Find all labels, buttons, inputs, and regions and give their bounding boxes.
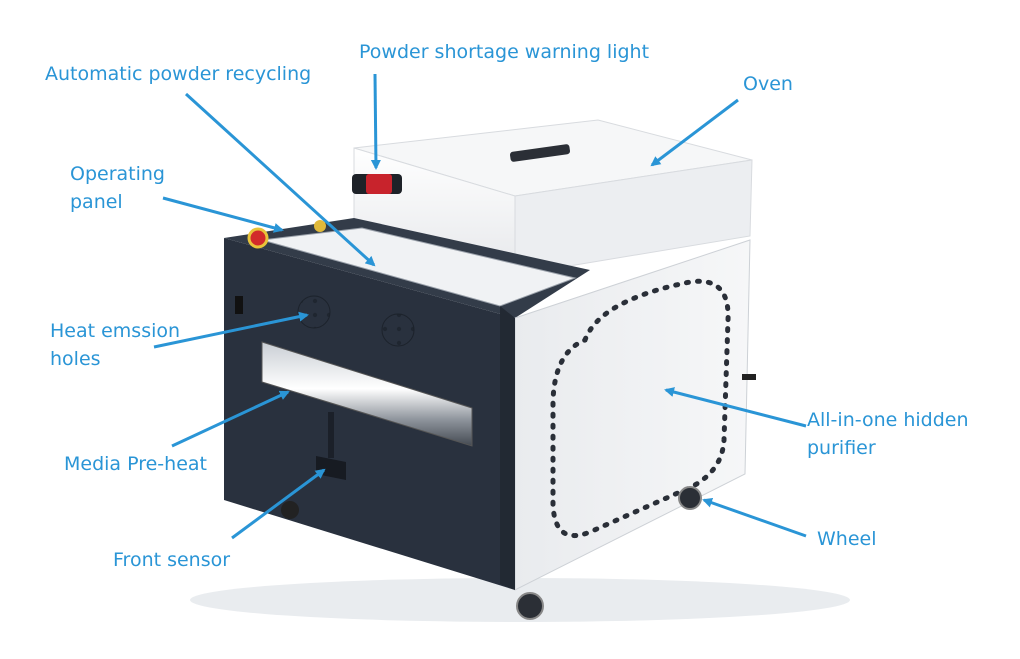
label-auto-powder-recycling: Automatic powder recycling	[45, 63, 312, 85]
side-frame	[500, 306, 515, 590]
label-media-preheat: Media Pre-heat	[64, 453, 207, 475]
front-sensor-slot	[328, 412, 334, 458]
arrow-oven	[650, 98, 739, 167]
arrow-front-sensor	[231, 468, 326, 540]
label-wheel: Wheel	[817, 528, 877, 550]
powder-tray	[261, 227, 577, 307]
label-oven: Oven	[743, 73, 793, 95]
arrow-media-preheat	[171, 390, 290, 448]
label-heat-emission-holes: Heat emssion holes	[50, 320, 181, 370]
wheel-front-right	[516, 592, 544, 620]
panel-knob	[314, 220, 326, 232]
power-switch	[235, 296, 243, 314]
arrow-powder-recycling	[184, 92, 376, 267]
callout-arrows	[153, 73, 807, 540]
side-handle	[742, 374, 756, 380]
arrow-operating-panel	[162, 196, 284, 233]
arrow-warning-light	[370, 73, 381, 170]
label-hidden-purifier: All-in-one hidden purifier	[807, 409, 969, 459]
media-roller	[261, 341, 473, 447]
oven-logo	[509, 144, 571, 162]
wheel-front-left	[281, 501, 299, 519]
heat-vent-left	[297, 295, 331, 329]
warning-light-lens	[366, 174, 392, 194]
arrow-purifier	[664, 387, 807, 428]
label-front-sensor: Front sensor	[113, 549, 231, 571]
wheel-back-right	[678, 486, 702, 510]
heat-vent-right	[381, 313, 415, 347]
emergency-stop	[247, 227, 269, 249]
label-powder-warning-light: Powder shortage warning light	[359, 41, 650, 63]
oven-side	[514, 159, 753, 276]
arrow-wheel	[702, 497, 807, 538]
label-operating-panel: Operating panel	[70, 163, 165, 213]
arrow-heat-holes	[153, 311, 309, 349]
